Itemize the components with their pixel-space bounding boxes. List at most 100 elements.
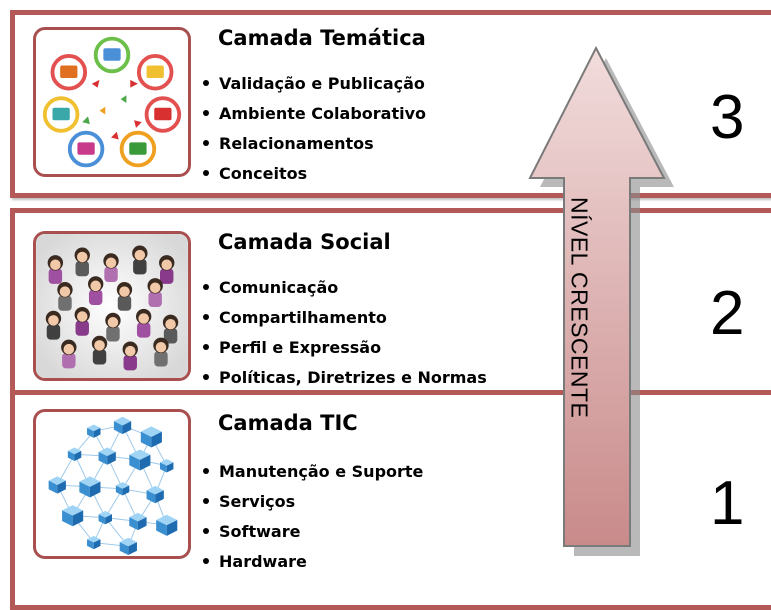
- bullet-icon: [203, 497, 209, 504]
- cube-top: [48, 476, 66, 485]
- cube-right: [122, 421, 132, 435]
- person-face: [138, 313, 149, 324]
- person-body: [46, 324, 61, 340]
- level-number: 2: [710, 279, 745, 348]
- person-face: [134, 249, 146, 261]
- list-item-label: Perfil e Expressão: [219, 338, 382, 357]
- person-body: [104, 266, 118, 282]
- cube-right: [155, 490, 164, 504]
- cube-right: [151, 431, 162, 448]
- person-face: [155, 342, 167, 353]
- person-face: [105, 257, 117, 269]
- bullet-icon: [203, 313, 209, 320]
- person-body: [88, 289, 103, 306]
- bullet-icon: [203, 79, 209, 86]
- person-face: [107, 317, 119, 328]
- person-body: [48, 268, 63, 284]
- list-item-label: Serviços: [219, 492, 296, 511]
- cube-top: [146, 485, 164, 495]
- cube-right: [93, 539, 101, 550]
- cube-left: [48, 480, 58, 494]
- layer-title: Camada Temática: [218, 26, 426, 50]
- cube-left: [98, 451, 108, 465]
- person-body: [160, 268, 174, 284]
- list-item-label: Hardware: [219, 552, 307, 571]
- cube-top: [67, 447, 82, 455]
- person-face: [94, 340, 105, 351]
- list-item-label: Compartilhamento: [219, 308, 387, 327]
- person-body: [62, 353, 76, 369]
- list-item: Relacionamentos: [203, 129, 426, 159]
- cube-right: [57, 480, 66, 494]
- person-face: [124, 345, 136, 357]
- person-face: [161, 259, 172, 270]
- cube-top: [98, 510, 112, 518]
- arrow-label: NÍVEL CRESCENTE: [566, 197, 593, 419]
- layer-title: Camada TIC: [218, 411, 358, 435]
- cube-left: [98, 514, 106, 525]
- bullet-list: Manutenção e Suporte Serviços Software H…: [203, 457, 423, 577]
- list-item-label: Comunicação: [219, 278, 339, 297]
- cube-left: [146, 490, 156, 504]
- bullet-icon: [203, 139, 209, 146]
- layer-social: Camada Social Comunicação Compartilhamen…: [10, 208, 771, 403]
- bullet-list: Validação e Publicação Ambiente Colabora…: [203, 69, 426, 189]
- list-item: Conceitos: [203, 159, 426, 189]
- cube-right: [105, 514, 112, 525]
- person-body: [92, 349, 107, 365]
- bullet-icon: [203, 557, 209, 564]
- cube-left: [140, 431, 152, 448]
- level-number: 1: [710, 469, 745, 538]
- person-body: [106, 326, 120, 342]
- bullet-icon: [203, 169, 209, 176]
- bullet-icon: [203, 109, 209, 116]
- cube-left: [87, 539, 94, 550]
- folder-cycle-icon: [33, 27, 191, 177]
- list-item: Comunicação: [203, 273, 487, 303]
- person-face: [50, 259, 61, 270]
- person-body: [117, 295, 132, 311]
- list-item: Perfil e Expressão: [203, 333, 487, 363]
- cube-top: [129, 449, 151, 460]
- list-item: Ambiente Colaborativo: [203, 99, 426, 129]
- person-body: [123, 354, 137, 371]
- person-face: [149, 282, 161, 294]
- bullet-icon: [203, 343, 209, 350]
- person-body: [75, 260, 89, 277]
- list-item: Serviços: [203, 487, 423, 517]
- person-face: [90, 280, 101, 292]
- cube-top: [115, 482, 130, 489]
- list-item-label: Manutenção e Suporte: [219, 462, 424, 481]
- person-body: [163, 328, 178, 344]
- layer-title: Camada Social: [218, 230, 391, 254]
- person-body: [154, 351, 168, 367]
- cube-right: [107, 451, 116, 465]
- cube-right: [128, 542, 137, 556]
- list-item: Políticas, Diretrizes e Normas: [203, 363, 487, 393]
- person-body: [136, 322, 151, 338]
- list-item-label: Conceitos: [219, 164, 308, 183]
- person-face: [63, 343, 75, 355]
- level-number: 3: [710, 83, 745, 152]
- list-item-label: Validação e Publicação: [219, 74, 425, 93]
- list-item-label: Software: [219, 522, 301, 541]
- cube-left: [113, 421, 123, 435]
- cube-top: [113, 416, 132, 426]
- person-body: [133, 258, 147, 275]
- network-cubes-icon: [33, 409, 191, 559]
- person-face: [76, 311, 88, 322]
- cube-top: [119, 537, 137, 547]
- person-body: [75, 320, 89, 336]
- person-face: [76, 251, 88, 263]
- cube-top: [156, 514, 178, 526]
- cube-top: [62, 505, 84, 516]
- list-item: Manutenção e Suporte: [203, 457, 423, 487]
- list-item: Software: [203, 517, 423, 547]
- cube-top: [79, 476, 101, 487]
- person-face: [48, 315, 59, 326]
- person-face: [119, 286, 130, 297]
- list-item: Hardware: [203, 547, 423, 577]
- cube-left: [119, 542, 129, 556]
- bullet-icon: [203, 527, 209, 534]
- person-face: [59, 286, 71, 297]
